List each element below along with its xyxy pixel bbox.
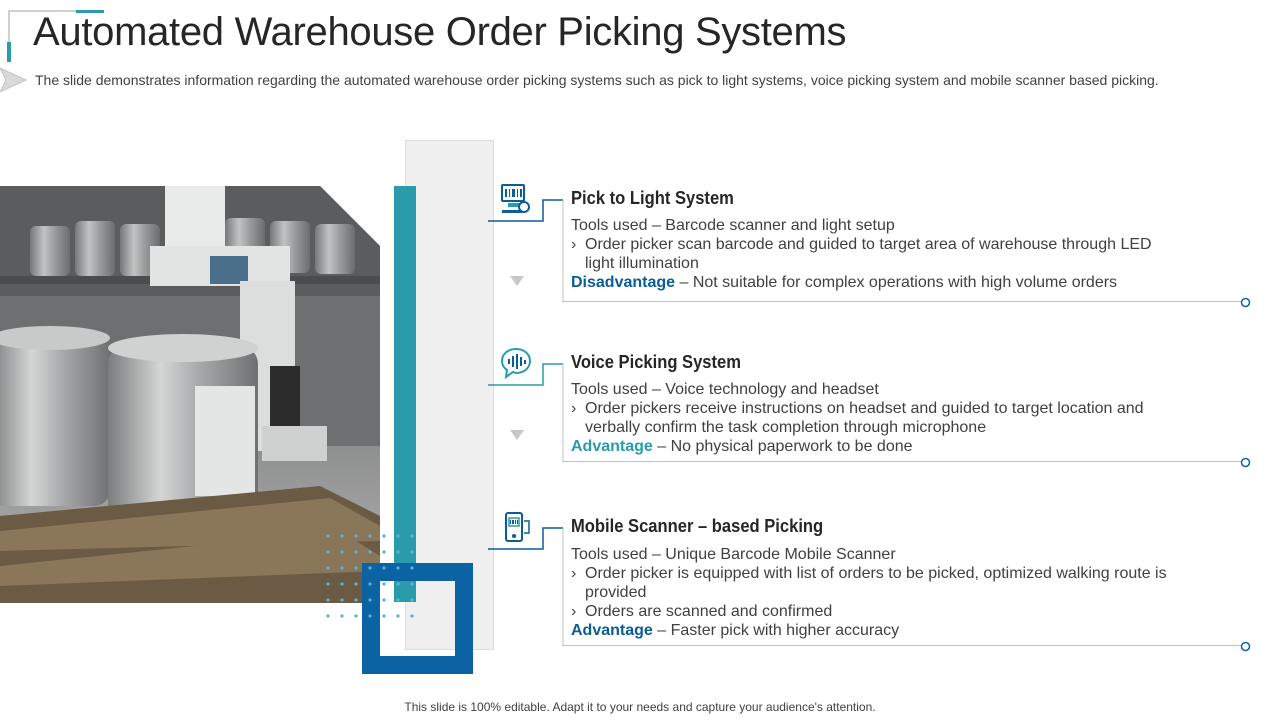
bullet-marker: › — [571, 236, 577, 253]
pattern-dot — [368, 534, 372, 538]
item-tools: Tools used – Unique Barcode Mobile Scann… — [571, 546, 896, 563]
down-arrow-icon — [510, 430, 524, 440]
down-arrow-icon — [510, 276, 524, 286]
pattern-dot — [368, 582, 372, 586]
pattern-dot — [340, 534, 344, 538]
pattern-dot — [382, 582, 386, 586]
bullet-text: Order pickers receive instructions on he… — [585, 400, 1144, 417]
note-text: – Not suitable for complex operations wi… — [675, 274, 1118, 291]
pattern-dot — [396, 598, 400, 602]
pattern-dot — [326, 614, 330, 618]
circle-marker-icon — [1240, 457, 1251, 468]
note-text: – No physical paperwork to be done — [652, 438, 913, 455]
blue-square-frame — [362, 563, 473, 674]
item-underline — [562, 461, 1244, 462]
item-title: Pick to Light System — [571, 188, 734, 208]
pattern-dot — [396, 534, 400, 538]
item-connector — [488, 527, 564, 646]
pattern-dot — [396, 614, 400, 618]
pattern-dot — [354, 534, 358, 538]
note-label: Disadvantage — [571, 274, 676, 291]
bullet-text-cont: verbally confirm the task completion thr… — [585, 419, 987, 436]
pattern-dot — [368, 566, 372, 570]
mobile-scanner-icon — [505, 512, 530, 542]
barcode-scanner-icon — [501, 184, 530, 213]
pattern-dot — [340, 598, 344, 602]
circle-marker-icon — [1240, 297, 1251, 308]
pattern-dot — [354, 566, 358, 570]
item-tools: Tools used – Barcode scanner and light s… — [571, 217, 895, 234]
pattern-dot — [326, 550, 330, 554]
note-text: – Faster pick with higher accuracy — [652, 622, 900, 639]
bullet-text: Order picker scan barcode and guided to … — [585, 236, 1152, 253]
bullet-marker: › — [571, 603, 577, 620]
pattern-dot — [354, 582, 358, 586]
pattern-dot — [396, 566, 400, 570]
item-note: Disadvantage – Not suitable for complex … — [571, 273, 1117, 292]
pattern-dot — [410, 534, 414, 538]
header-decor-line — [8, 10, 104, 13]
item-note: Advantage – Faster pick with higher accu… — [571, 621, 899, 640]
item-tools: Tools used – Voice technology and headse… — [571, 381, 879, 398]
pattern-dot — [340, 550, 344, 554]
pattern-dot — [326, 534, 330, 538]
pattern-dot — [382, 534, 386, 538]
item-underline — [562, 645, 1244, 646]
bullet-text-cont: provided — [585, 584, 647, 601]
pattern-dot — [354, 614, 358, 618]
header-decor-vertical — [8, 12, 10, 42]
header-decor-accent — [7, 42, 11, 62]
pattern-dot — [354, 598, 358, 602]
warehouse-kegs-photo — [0, 186, 380, 603]
footer-note: This slide is 100% editable. Adapt it to… — [404, 700, 876, 714]
pattern-dot — [368, 550, 372, 554]
pattern-dot — [410, 598, 414, 602]
page-title: Automated Warehouse Order Picking System… — [33, 10, 847, 54]
pattern-dot — [396, 582, 400, 586]
item-title: Voice Picking System — [571, 352, 741, 372]
bullet-text: Orders are scanned and confirmed — [585, 603, 833, 620]
pattern-dot — [326, 598, 330, 602]
pattern-dot — [340, 582, 344, 586]
pattern-dot — [410, 550, 414, 554]
pattern-dot — [340, 614, 344, 618]
pattern-dot — [326, 582, 330, 586]
pattern-dot — [368, 614, 372, 618]
pattern-dot — [368, 598, 372, 602]
arrow-right-icon — [0, 67, 28, 93]
bullet-marker: › — [571, 400, 577, 417]
pattern-dot — [382, 566, 386, 570]
pattern-dot — [382, 598, 386, 602]
pattern-dot — [382, 550, 386, 554]
bullet-text-cont: light illumination — [585, 255, 699, 272]
circle-marker-icon — [1240, 641, 1251, 652]
bullet-marker: › — [571, 565, 577, 582]
pattern-dot — [340, 566, 344, 570]
item-title: Mobile Scanner – based Picking — [571, 516, 824, 536]
note-label: Advantage — [571, 622, 653, 639]
dot-pattern — [326, 534, 414, 618]
pattern-dot — [410, 614, 414, 618]
bullet-text: Order picker is equipped with list of or… — [585, 565, 1167, 582]
pattern-dot — [410, 566, 414, 570]
item-note: Advantage – No physical paperwork to be … — [571, 437, 913, 456]
page-subtitle: The slide demonstrates information regar… — [35, 72, 1159, 88]
pattern-dot — [382, 614, 386, 618]
pattern-dot — [396, 550, 400, 554]
item-connector — [488, 363, 564, 462]
teal-accent-bar — [394, 186, 416, 602]
voice-chat-icon — [500, 347, 532, 379]
pattern-dot — [354, 550, 358, 554]
pattern-dot — [410, 582, 414, 586]
note-label: Advantage — [571, 438, 653, 455]
pattern-dot — [326, 566, 330, 570]
item-underline — [562, 301, 1244, 302]
item-connector — [488, 199, 564, 302]
